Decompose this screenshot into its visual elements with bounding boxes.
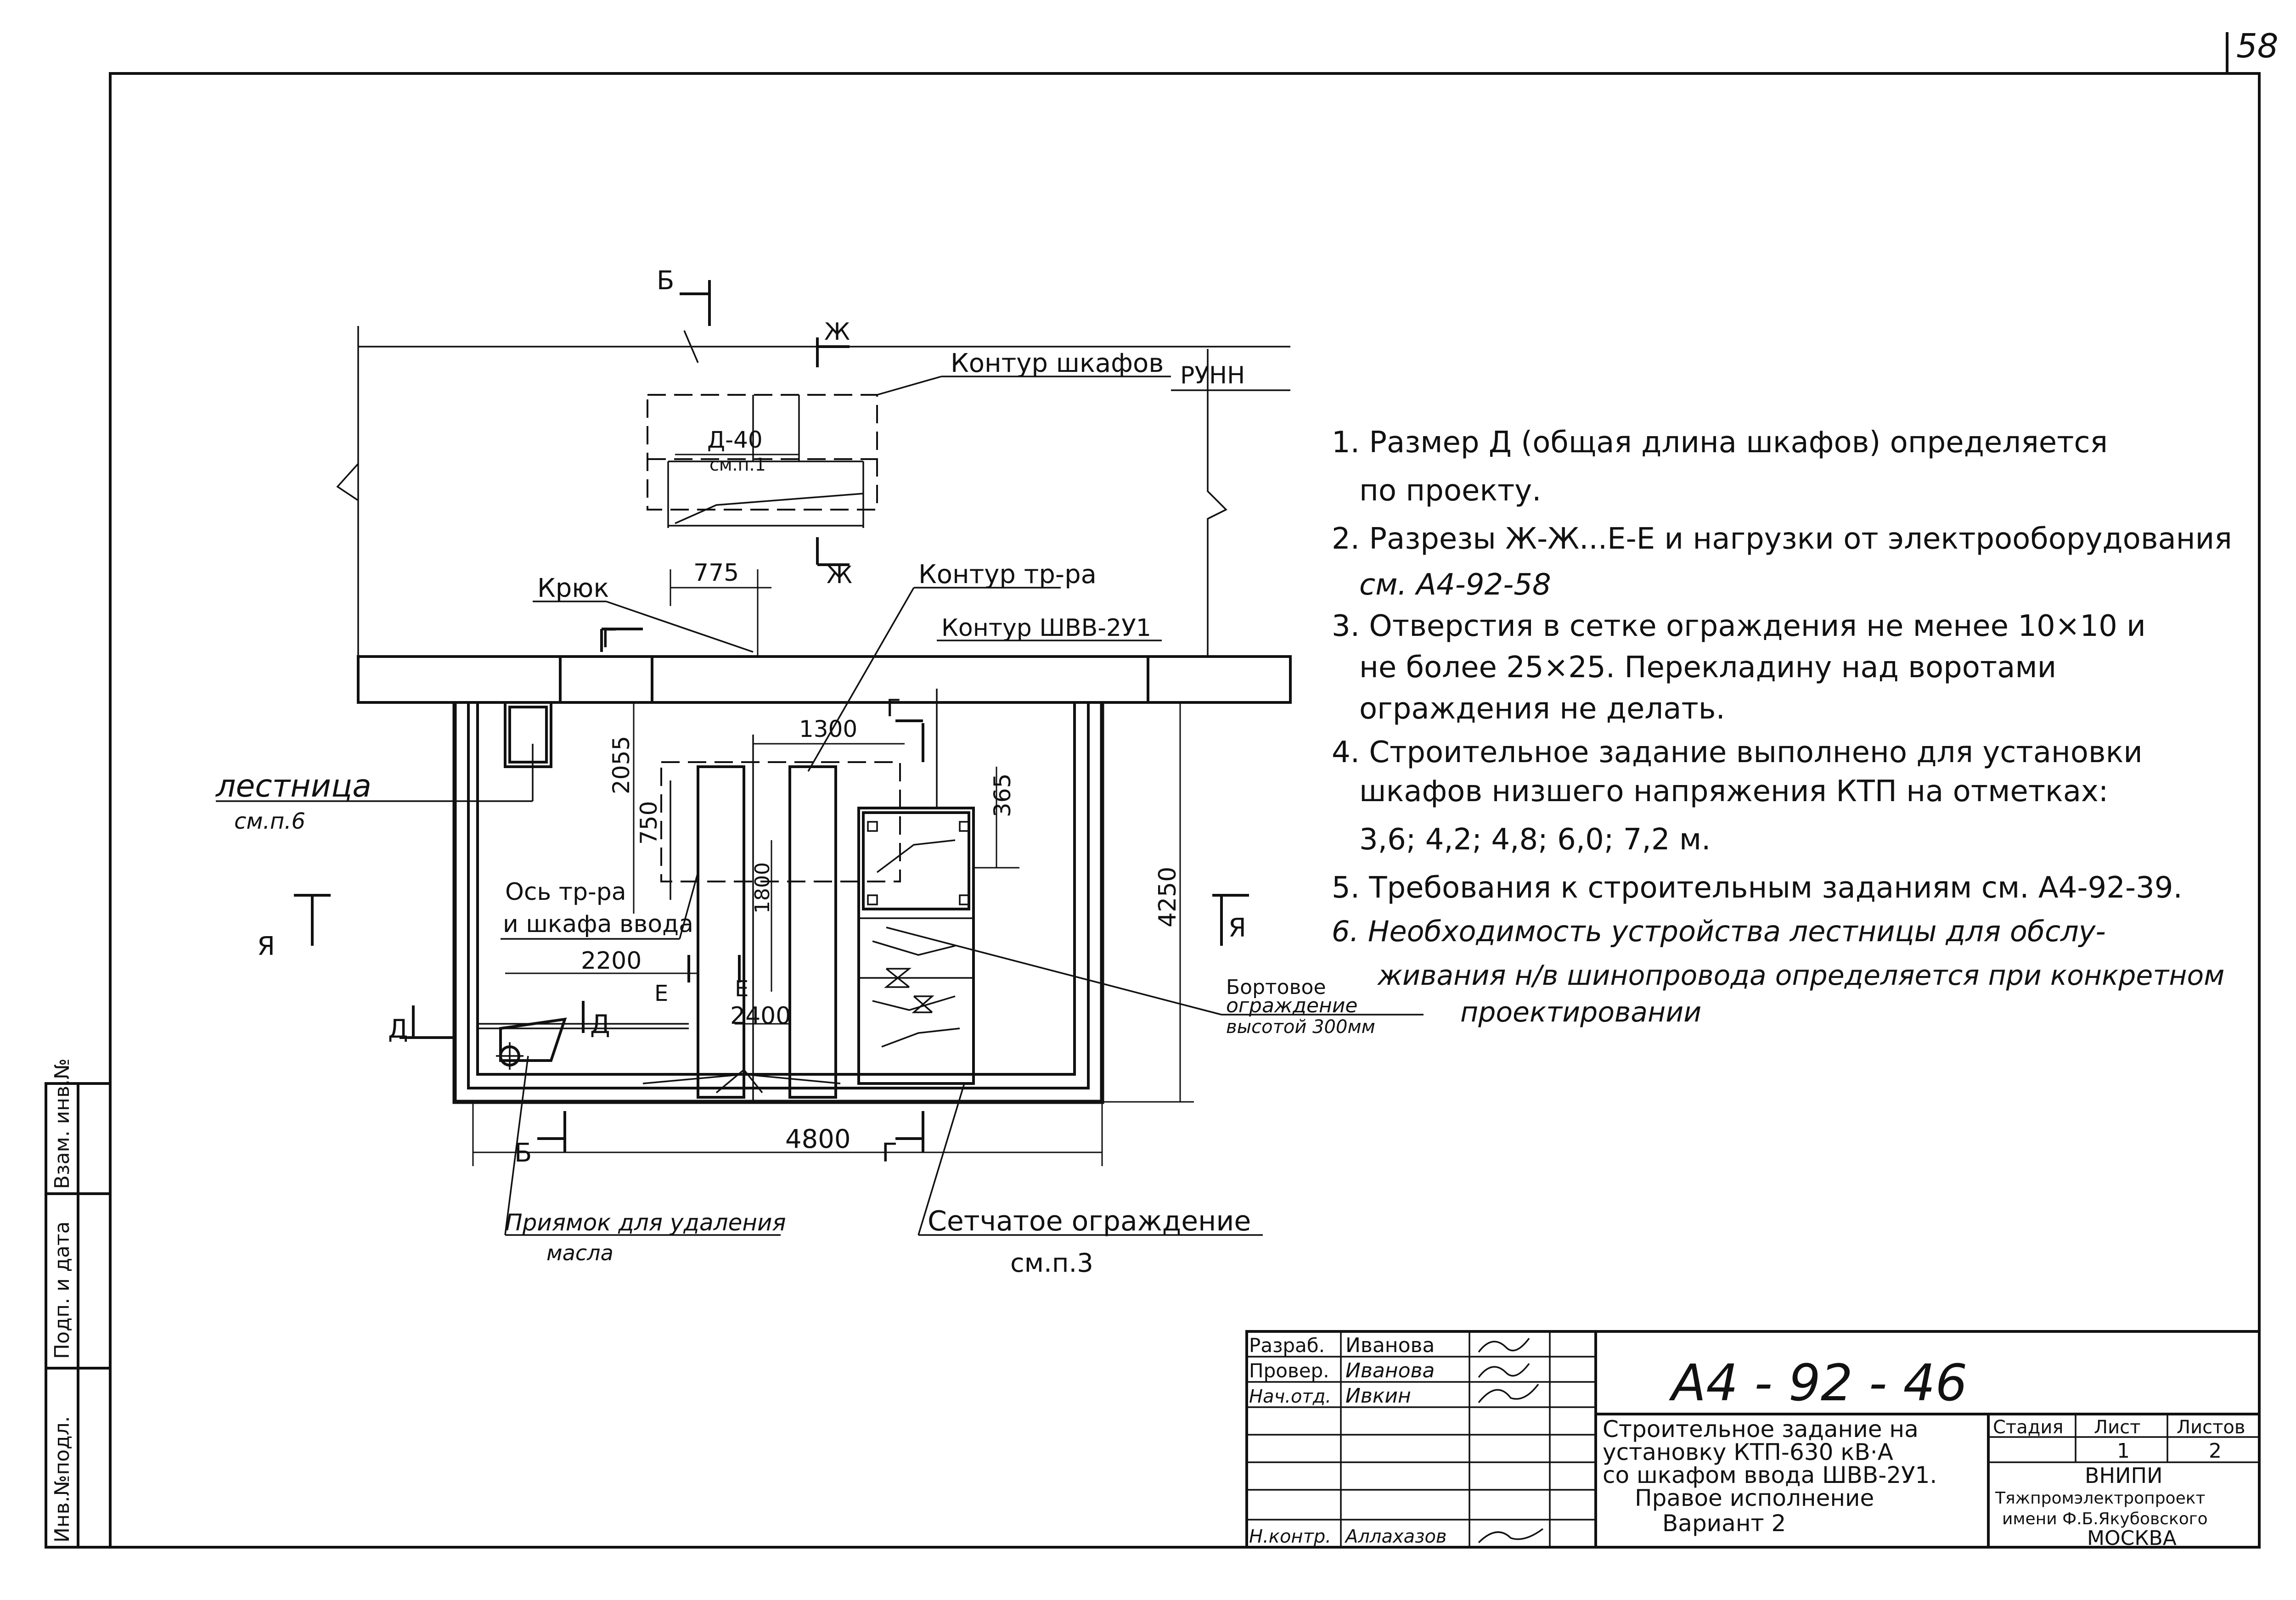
title-block: Разраб. Иванова Провер. Иванова Нач.отд.… <box>1245 1330 2261 1550</box>
drawing-label: Я <box>1228 913 1246 943</box>
dim-1300: 1300 <box>799 716 857 742</box>
side-stamp-sign: Подп. и дата <box>51 1221 74 1359</box>
side-stamp-replace: Взам. инв.№ <box>51 1058 74 1189</box>
sheet-label: Лист <box>2094 1417 2140 1438</box>
label-contour-shvv: Контур ШВВ-2У1 <box>941 614 1151 642</box>
drawing-frame <box>109 72 2261 1549</box>
sheet-number: 58 <box>2236 27 2279 65</box>
label-curb-3: высотой 300мм <box>1226 1016 1375 1038</box>
dim-365: 365 <box>989 774 1016 817</box>
note-line: 1. Размер Д (общая длина шкафов) определ… <box>1332 426 2108 460</box>
dim-775: 775 <box>693 559 739 587</box>
note-line: 5. Требования к строительным заданиям см… <box>1332 871 2183 905</box>
section-marker-b-bottom: Б <box>514 1111 566 1168</box>
drawing-label: Я <box>257 932 275 961</box>
label-axis-1: Ось тр-ра <box>505 878 626 906</box>
drawing-label: Г <box>602 624 617 654</box>
org-line: МОСКВА <box>2087 1527 2177 1550</box>
dim-4800: 4800 <box>785 1124 851 1154</box>
label-ladder: лестница <box>215 768 371 804</box>
side-stamp-inv: Инв.№подл. <box>51 1416 74 1543</box>
note-line: 3. Отверстия в сетке ограждения не менее… <box>1332 609 2146 643</box>
drawing-label: Д <box>388 1014 408 1044</box>
tb-name: Иванова <box>1345 1334 1435 1357</box>
label-axis-2: и шкафа ввода <box>503 910 693 938</box>
section-marker-g-right: Г <box>886 695 924 762</box>
title-line: установку КТП-630 кВ·А <box>1603 1439 1893 1465</box>
note-line: ограждения не делать. <box>1359 692 1725 726</box>
note-line: 6. Необходимость устройства лестницы для… <box>1332 915 2106 948</box>
sheet-value: 1 <box>2117 1439 2130 1463</box>
title-line: со шкафом ввода ШВВ-2У1. <box>1603 1462 1937 1488</box>
label-runn: РУНН <box>1180 362 1245 389</box>
mesh-patch <box>884 968 934 1013</box>
drawing-label: Е <box>735 976 748 1002</box>
title-line: Строительное задание на <box>1603 1416 1919 1443</box>
note-line: по проекту. <box>1359 474 1542 508</box>
label-fence-1: Сетчатое ограждение <box>928 1205 1251 1237</box>
sheets-value: 2 <box>2209 1439 2222 1463</box>
drawing-label: Е <box>654 981 668 1006</box>
label-pit-2: масла <box>546 1241 613 1265</box>
drawing-label: Д <box>590 1010 610 1039</box>
title-line: Правое исполнение <box>1635 1485 1874 1511</box>
dim-cabinet-ref: см.п.1 <box>709 455 766 475</box>
sheets-label: Листов <box>2177 1417 2245 1438</box>
section-marker-g-top: Г <box>600 624 643 654</box>
org-line: имени Ф.Б.Якубовского <box>2002 1510 2208 1528</box>
note-line: 2. Разрезы Ж-Ж...Е-Е и нагрузки от элект… <box>1332 522 2232 556</box>
note-line: 4. Строительное задание выполнено для ус… <box>1332 735 2143 769</box>
drawing-label: Ж <box>824 318 850 346</box>
section-marker-e: Е Е <box>654 955 748 1006</box>
notes-block: 1. Размер Д (общая длина шкафов) определ… <box>1332 426 2232 1028</box>
stage-label: Стадия <box>1993 1417 2063 1438</box>
plan-view: Б Ж Ж Г Г Б Г <box>215 266 1424 1278</box>
label-ladder-ref: см.п.6 <box>234 808 305 834</box>
note-line: см. А4-92-58 <box>1359 568 1551 602</box>
label-curb-1: Бортовое <box>1226 976 1326 999</box>
tb-role: Разраб. <box>1249 1334 1325 1357</box>
dim-4250: 4250 <box>1154 867 1182 927</box>
section-marker-b-top: Б <box>657 266 711 326</box>
tb-name: Ивкин <box>1345 1384 1411 1408</box>
side-stamp: Инв.№подл. Подп. и дата Взам. инв.№ <box>45 1058 112 1549</box>
label-contour-transformer: Контур тр-ра <box>918 560 1097 589</box>
label-hook: Крюк <box>537 573 609 603</box>
label-contour-cabinets: Контур шкафов <box>951 348 1164 378</box>
label-pit-1: Приямок для удаления <box>505 1209 786 1236</box>
tb-name: Иванова <box>1345 1359 1435 1382</box>
note-line: живания н/в шинопровода определяется при… <box>1377 960 2224 992</box>
tb-role: Провер. <box>1249 1359 1329 1382</box>
dim-1800: 1800 <box>751 862 774 914</box>
section-marker-ya-right: Я <box>1212 894 1249 946</box>
section-marker-d-left: Д <box>388 1005 455 1044</box>
note-line: шкафов низшего напряжения КТП на отметка… <box>1359 775 2108 808</box>
section-marker-zh-bottom: Ж <box>816 537 852 589</box>
note-line: проектировании <box>1460 996 1701 1028</box>
label-fence-2: см.п.3 <box>1010 1248 1093 1278</box>
doc-code: А4 - 92 - 46 <box>1669 1353 1967 1412</box>
drawing-label: Г <box>886 695 901 722</box>
tb-name: Аллахазов <box>1344 1526 1447 1547</box>
dim-cabinet: Д-40 <box>707 427 763 453</box>
drawing-label: Ж <box>827 561 852 589</box>
section-marker-g-bottom: Г <box>882 1111 924 1168</box>
label-curb-2: ограждение <box>1226 994 1358 1017</box>
note-line: не более 25×25. Перекладину над воротами <box>1359 651 2056 685</box>
dim-2055: 2055 <box>608 736 635 794</box>
section-marker-zh-top: Ж <box>816 318 850 367</box>
dim-2200: 2200 <box>581 947 642 975</box>
org-line: Тяжпромэлектропроект <box>1995 1489 2205 1508</box>
note-line: 3,6; 4,2; 4,8; 6,0; 7,2 м. <box>1359 823 1711 857</box>
org-line: ВНИПИ <box>2085 1463 2163 1488</box>
section-marker-d-right: Д <box>582 1001 610 1039</box>
title-line: Вариант 2 <box>1662 1510 1786 1537</box>
tb-role: Н.контр. <box>1249 1526 1331 1547</box>
tb-role: Нач.отд. <box>1249 1386 1331 1407</box>
dim-2400: 2400 <box>730 1002 791 1030</box>
drawing-label: Б <box>657 266 674 296</box>
section-marker-ya-left: Я <box>257 894 331 961</box>
dim-750: 750 <box>636 801 662 845</box>
